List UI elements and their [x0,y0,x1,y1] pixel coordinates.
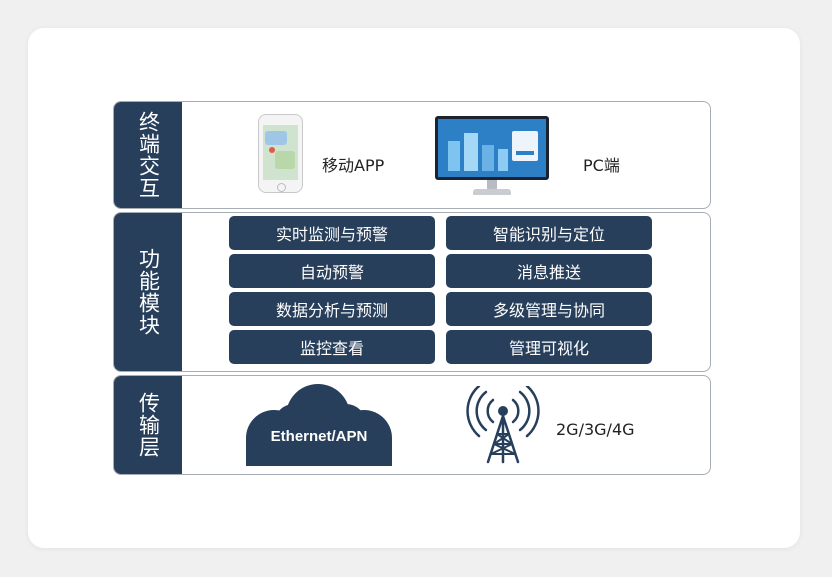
antenna-tower-icon [466,384,540,464]
transport-layer-title: 传输层 [136,392,161,458]
transport-layer-label: 传输层 [114,376,182,474]
module-data-analysis: 数据分析与预测 [229,292,435,326]
function-layer-label: 功能模块 [114,213,182,371]
module-message-push: 消息推送 [446,254,652,288]
module-smart-recognition: 智能识别与定位 [446,216,652,250]
mobile-app-label: 移动APP [322,156,385,175]
monitor-icon [435,116,549,196]
pc-label: PC端 [583,156,620,175]
module-multilevel-management: 多级管理与协同 [446,292,652,326]
cellular-label: 2G/3G/4G [556,420,635,439]
phone-icon [258,114,303,193]
terminal-layer: 终端交互 移动APP PC端 [113,101,711,209]
transport-layer: 传输层 Ethernet/APN [113,375,711,475]
terminal-layer-label: 终端交互 [114,102,182,208]
ethernet-apn-label: Ethernet/APN [270,428,368,445]
module-auto-alert: 自动预警 [229,254,435,288]
module-management-visualization: 管理可视化 [446,330,652,364]
module-monitor-view: 监控查看 [229,330,435,364]
terminal-layer-title: 终端交互 [136,111,161,199]
cloud-icon: Ethernet/APN [238,380,400,466]
function-layer-title: 功能模块 [136,248,161,336]
module-realtime-monitoring: 实时监测与预警 [229,216,435,250]
function-layer: 功能模块 实时监测与预警 智能识别与定位 自动预警 消息推送 数据分析与预测 多… [113,212,711,372]
